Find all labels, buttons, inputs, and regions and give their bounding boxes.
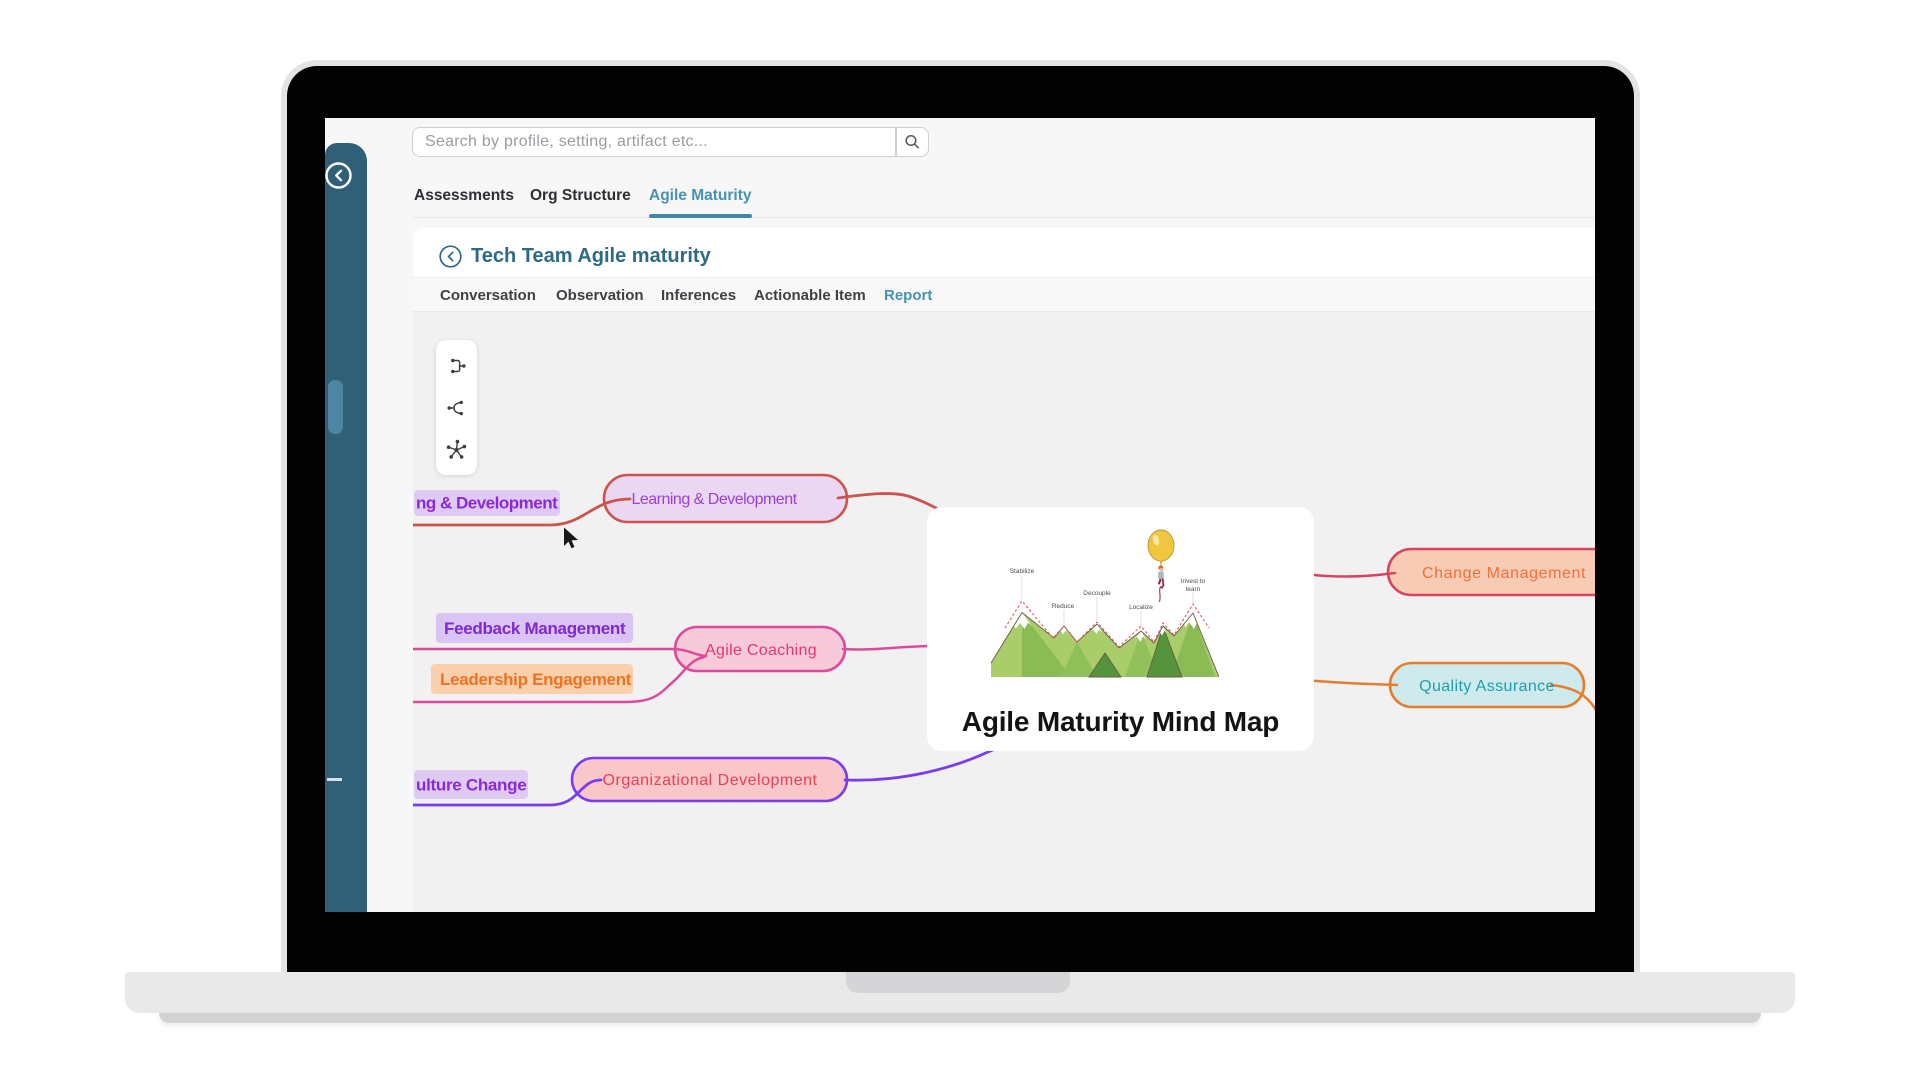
svg-text:learn: learn [1186,586,1201,593]
svg-text:Agile Maturity Mind Map: Agile Maturity Mind Map [962,706,1279,737]
svg-text:Localize: Localize [1129,604,1153,611]
svg-text:Change Management: Change Management [1422,565,1586,582]
svg-text:Invest to: Invest to [1181,578,1206,585]
svg-text:Stabilize: Stabilize [1010,568,1035,575]
svg-text:Reduce: Reduce [1052,603,1075,610]
svg-text:Agile Coaching: Agile Coaching [705,642,817,659]
svg-text:ulture Change: ulture Change [416,776,526,795]
svg-text:Learning & Development: Learning & Development [631,491,797,508]
svg-text:Decouple: Decouple [1083,590,1111,597]
svg-text:Feedback Management: Feedback Management [444,619,626,638]
svg-text:Organizational Development: Organizational Development [603,772,818,789]
svg-text:ng & Development: ng & Development [416,494,558,513]
svg-text:Quality Assurance: Quality Assurance [1419,678,1555,695]
svg-text:Leadership Engagement: Leadership Engagement [440,670,632,689]
